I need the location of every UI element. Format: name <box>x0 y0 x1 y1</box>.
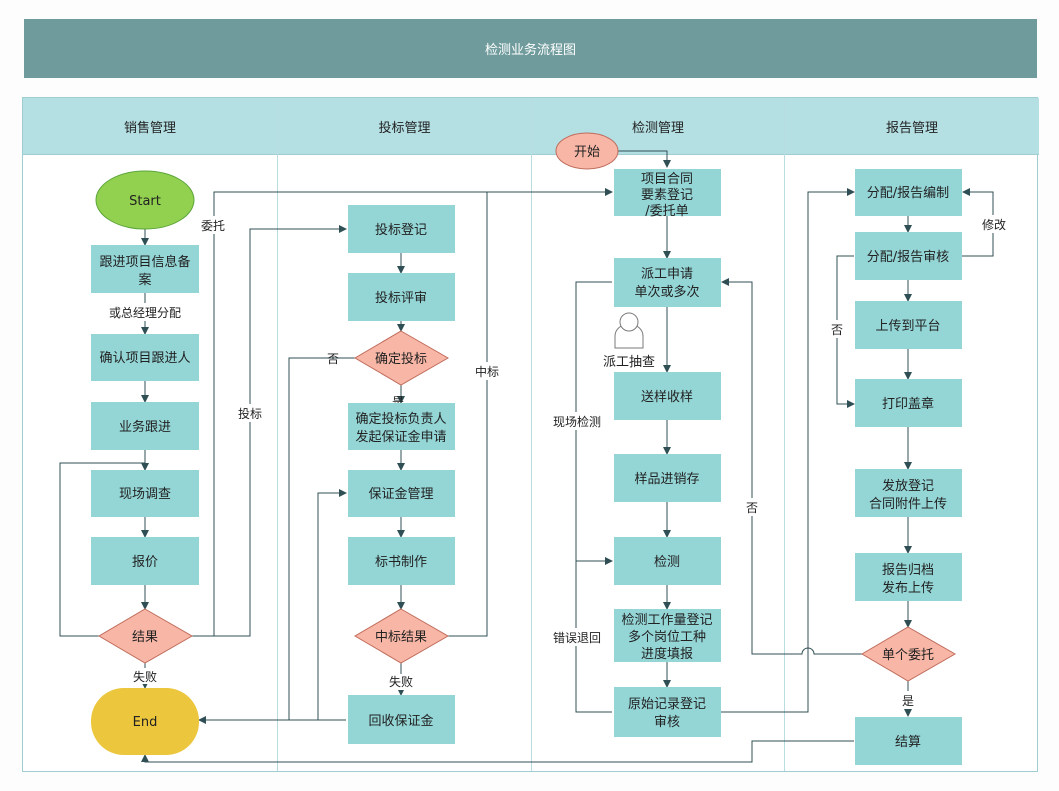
process-upload-platform-text: 上传到平台 <box>875 319 940 334</box>
decision-confirm-bid-text: 确定投标 <box>375 351 427 367</box>
start-text: Start <box>129 194 161 209</box>
process-raw-record-line2: 审核 <box>654 715 680 730</box>
process-recover-deposit <box>348 695 455 744</box>
process-issue-line2: 合同附件上传 <box>869 497 947 512</box>
dispatch-check-label: 派工抽查 <box>603 355 655 370</box>
process-dispatch-request <box>614 258 721 307</box>
process-archive-line1: 报告归档 <box>882 563 934 578</box>
process-bid-owner <box>348 403 455 450</box>
process-archive-line2: 发布上传 <box>882 580 934 596</box>
label-no-bid: 否 <box>327 352 339 366</box>
process-contract-register <box>614 169 721 216</box>
process-report-review-text: 分配/报告审核 <box>867 250 949 265</box>
process-confirm-owner <box>91 334 199 381</box>
process-follow-record-line2: 案 <box>138 273 151 288</box>
label-bid: 投标 <box>238 406 262 421</box>
process-report-compile <box>855 169 962 216</box>
process-sample-receive-text: 送样收样 <box>641 390 693 405</box>
process-bid-review-text: 投标评审 <box>375 290 427 306</box>
process-workload-line2: 多个岗位工种 <box>628 629 706 645</box>
process-sample-receive <box>614 372 721 420</box>
process-tender-doc <box>348 537 455 585</box>
label-no-review: 否 <box>831 323 843 337</box>
process-contract-line1: 项目合同 <box>641 172 693 187</box>
decision-result <box>98 608 194 664</box>
label-no-entrust: 否 <box>746 501 758 515</box>
process-issue-line1: 发放登记 <box>882 478 934 494</box>
label-revise: 修改 <box>982 217 1006 232</box>
process-print-stamp-text: 打印盖章 <box>882 396 934 412</box>
lane-header-sales: 销售管理 <box>23 98 277 155</box>
process-recover-deposit-text: 回收保证金 <box>368 713 433 729</box>
process-sample-inventory-text: 样品进销存 <box>634 472 699 487</box>
lane-header-bidding: 投标管理 <box>278 98 531 155</box>
process-deposit-mgmt-text: 保证金管理 <box>368 486 433 502</box>
process-bid-owner-line1: 确定投标负责人 <box>355 411 446 427</box>
process-print-stamp <box>855 379 962 427</box>
decision-result-text: 结果 <box>132 630 158 645</box>
start-node <box>95 170 195 230</box>
process-confirm-owner-text: 确认项目跟进人 <box>99 351 190 366</box>
process-deposit-mgmt <box>348 470 455 517</box>
label-entrust: 委托 <box>201 219 225 233</box>
lane-bidding: 投标管理 <box>278 98 532 771</box>
diagram-title: 检测业务流程图 <box>24 19 1037 78</box>
process-upload-platform <box>855 301 962 349</box>
decision-bid-result-text: 中标结果 <box>375 630 427 645</box>
process-testing <box>614 537 721 585</box>
process-report-compile-text: 分配/报告编制 <box>867 186 949 201</box>
person-icon <box>614 312 644 349</box>
decision-bid-result <box>354 608 450 664</box>
process-raw-record-line1: 原始记录登记 <box>628 697 706 712</box>
lane-sales: 销售管理 <box>23 98 278 771</box>
process-raw-record <box>614 687 721 737</box>
process-sample-inventory <box>614 454 721 502</box>
label-error-return: 错误退回 <box>553 631 601 645</box>
process-settlement-text: 结算 <box>895 735 921 750</box>
process-site-survey-text: 现场调查 <box>119 487 171 502</box>
process-quote-text: 报价 <box>132 555 158 570</box>
label-manager-assign: 或总经理分配 <box>109 306 181 320</box>
process-bid-owner-line2: 发起保证金申请 <box>355 429 446 445</box>
process-dispatch-line1: 派工申请 <box>641 267 693 282</box>
process-settlement <box>855 717 962 765</box>
process-tender-doc-text: 标书制作 <box>375 555 427 570</box>
process-contract-line2: 要素登记 <box>641 188 693 203</box>
process-report-archive <box>855 553 962 601</box>
process-report-review <box>855 232 962 280</box>
label-fail-sales: 失败 <box>133 669 157 684</box>
process-workload-line3: 进度填报 <box>641 646 693 662</box>
decision-single-entrust <box>861 626 957 682</box>
process-workload-line1: 检测工作量登记 <box>621 613 712 628</box>
lane-report: 报告管理 <box>785 98 1039 771</box>
label-fail-bid: 失败 <box>389 674 413 689</box>
process-business-follow <box>91 402 199 450</box>
process-bid-review <box>348 273 455 321</box>
process-follow-record <box>91 245 199 293</box>
process-testing-text: 检测 <box>654 555 680 570</box>
process-business-follow-text: 业务跟进 <box>119 419 171 435</box>
lane-header-report: 报告管理 <box>785 98 1039 155</box>
process-quote <box>91 537 199 585</box>
process-workload <box>614 609 721 662</box>
process-dispatch-line2: 单次或多次 <box>634 284 699 300</box>
process-follow-record-line1: 跟进项目信息备 <box>99 254 190 270</box>
connectors <box>59 150 994 763</box>
decision-confirm-bid <box>354 330 450 386</box>
end-node <box>91 688 199 755</box>
process-issue-register <box>855 469 962 517</box>
label-win-bid: 中标 <box>475 364 499 379</box>
label-yes-single: 是 <box>902 694 914 708</box>
decision-single-entrust-text: 单个委托 <box>882 648 934 663</box>
process-bid-register-text: 投标登记 <box>375 222 427 238</box>
process-site-survey <box>91 470 199 517</box>
label-onsite-test: 现场检测 <box>553 414 601 429</box>
begin-text: 开始 <box>574 145 600 160</box>
process-contract-line3: /委托单 <box>645 204 688 219</box>
end-text: End <box>133 715 158 730</box>
process-bid-register <box>348 205 455 253</box>
begin-node <box>555 132 619 170</box>
